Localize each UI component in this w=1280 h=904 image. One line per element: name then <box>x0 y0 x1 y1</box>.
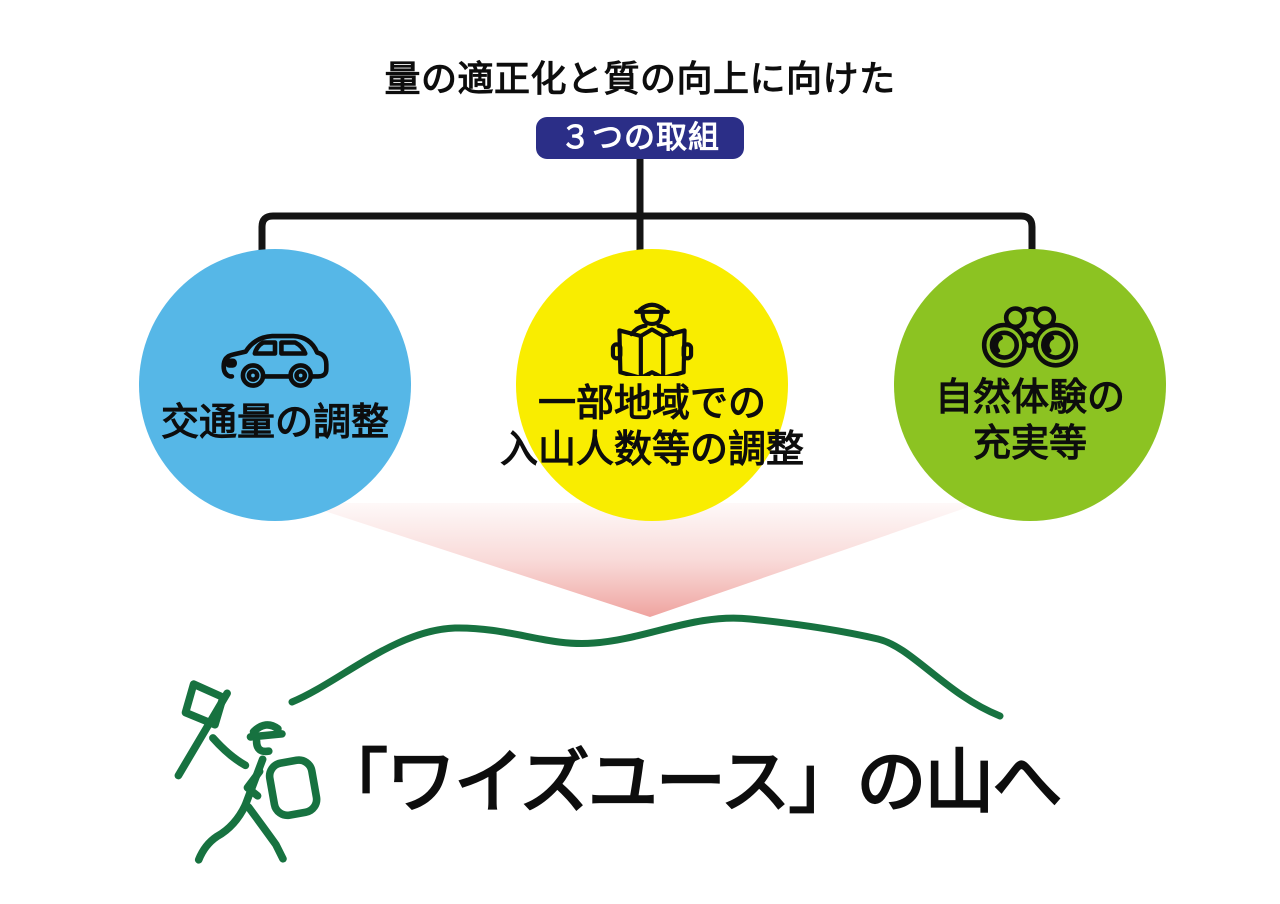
map-reader-icon <box>605 296 699 381</box>
circle-label-traffic: 交通量の調整 <box>160 402 389 445</box>
converge-funnel-shape <box>300 503 980 617</box>
initiative-circle-nature-experience: 自然体験の 充実等 <box>894 249 1166 521</box>
circle-label-entry-line2: 入山人数等の調整 <box>500 429 805 471</box>
initiative-circle-traffic: 交通量の調整 <box>139 249 411 521</box>
page-title: 量の適正化と質の向上に向けた <box>384 58 896 99</box>
binoculars-icon <box>975 302 1085 370</box>
circle-label-nature-line1: 自然体験の <box>934 377 1125 420</box>
circle-label-entry-line1: 一部地域での <box>537 383 766 426</box>
footer-headline: 「ワイズユース」の山へ <box>318 743 1062 821</box>
car-icon <box>220 323 330 395</box>
three-initiatives-badge: ３つの取組 <box>536 117 744 159</box>
initiative-circle-entry-adjustment: 一部地域での 入山人数等の調整 <box>500 249 804 521</box>
tree-connector-lines <box>258 159 1036 253</box>
mountain-ridge-line <box>288 614 1004 720</box>
circle-label-nature-line2: 充実等 <box>972 423 1087 465</box>
hiker-icon <box>168 676 336 874</box>
